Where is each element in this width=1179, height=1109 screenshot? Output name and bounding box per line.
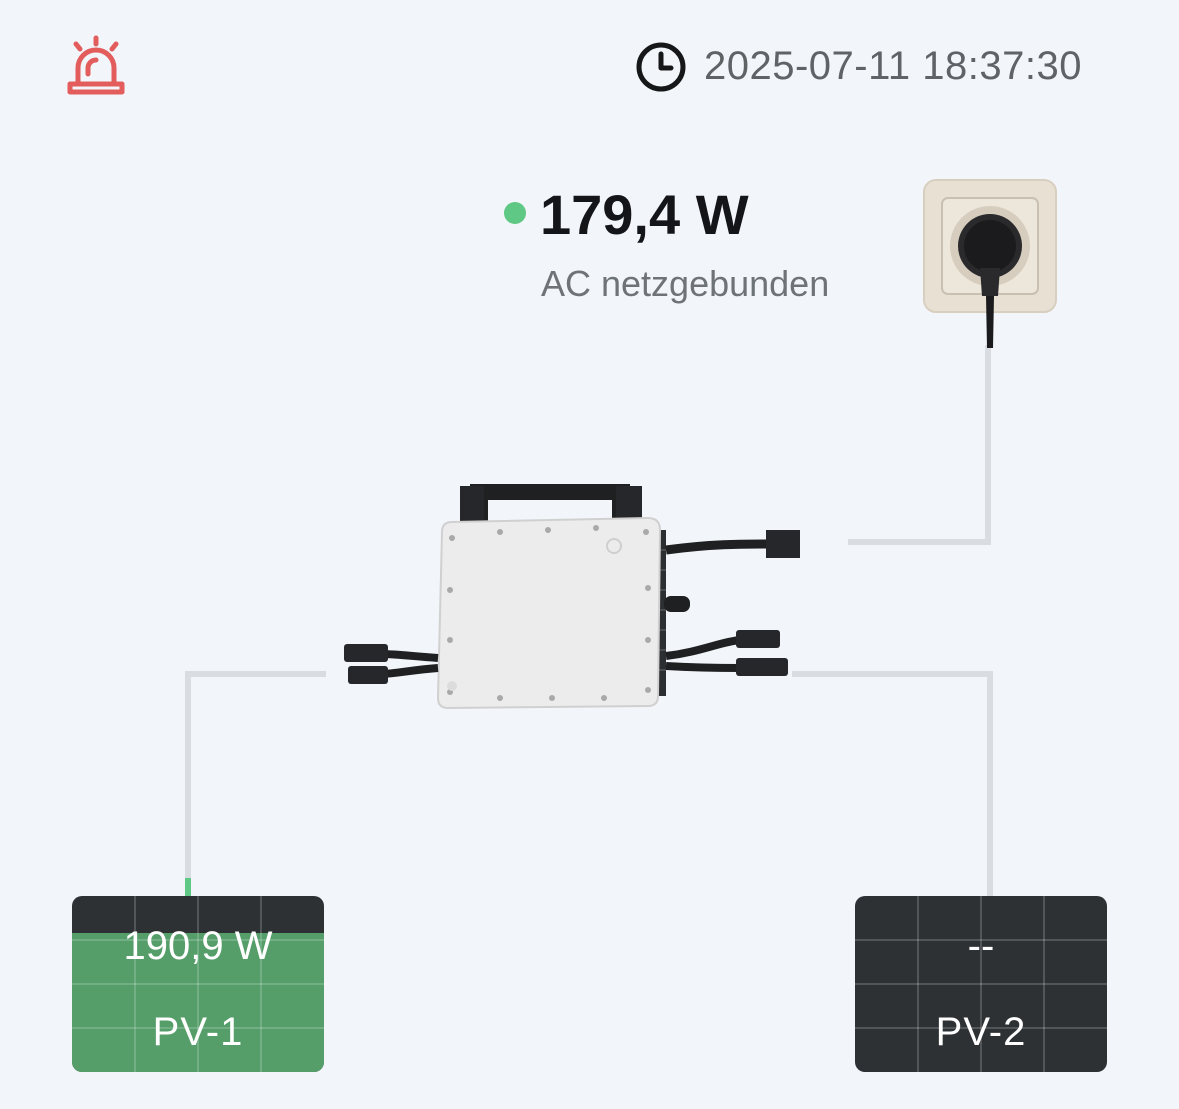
pv2-wire xyxy=(792,671,993,896)
panel-grid xyxy=(855,896,1107,1072)
datetime: 2025-07-11 18:37:30 xyxy=(704,44,1082,88)
pv1-wire xyxy=(185,671,326,896)
pv-panel-2[interactable]: -- PV-2 xyxy=(855,896,1107,1072)
status-dot xyxy=(504,202,526,224)
pv-panel-1-name: PV-1 xyxy=(152,1010,244,1054)
power-socket-icon xyxy=(922,178,1058,538)
alarm-light-icon[interactable] xyxy=(66,34,126,96)
pv-panel-1-power: 190,9 W xyxy=(123,924,273,968)
panel-grid xyxy=(72,896,324,1072)
pv-panel-1-fill xyxy=(72,932,324,1072)
ac-power-value: 179,4 W xyxy=(540,183,749,246)
pv-panel-2-power: -- xyxy=(967,924,995,968)
pv-panel-1[interactable]: 190,9 W PV-1 xyxy=(72,896,324,1072)
pv-panel-2-name: PV-2 xyxy=(935,1010,1027,1054)
ac-grid-label: AC netzgebunden xyxy=(541,263,830,304)
microinverter-icon xyxy=(330,470,842,720)
clock-icon xyxy=(634,40,688,94)
